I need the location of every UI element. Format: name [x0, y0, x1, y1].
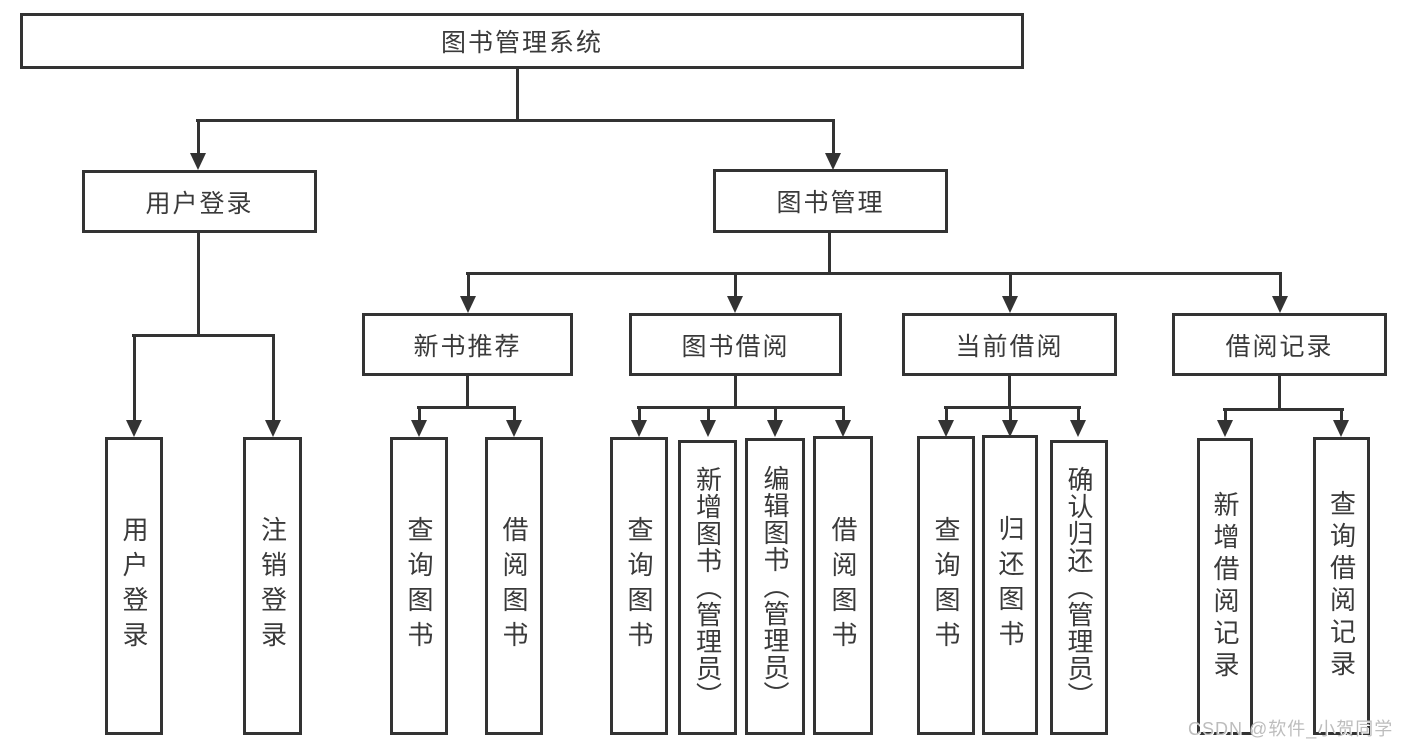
node-user-login: 用户登录 — [82, 170, 317, 233]
leaf-br-query-record: 查询借阅记录 — [1313, 437, 1370, 735]
connector-book-mgmt-rail — [466, 272, 1282, 275]
arrow-down-icon — [1272, 296, 1288, 313]
leaf-br-add-record: 新增借阅记录 — [1197, 438, 1253, 735]
leaf-logout-label: 注销登录 — [257, 516, 288, 656]
arrow-down-icon — [767, 420, 783, 437]
connector-user-login-stub — [197, 233, 200, 337]
connector-to-book-borrow — [734, 272, 737, 298]
arrow-down-icon — [700, 420, 716, 437]
connector-to-current-borrow — [1009, 272, 1012, 298]
leaf-cb-confirm-return-admin: 确认归还（管理员） — [1050, 440, 1108, 735]
arrow-down-icon — [727, 296, 743, 313]
connector-book-mgmt-stub — [828, 233, 831, 275]
arrow-down-icon — [1333, 420, 1349, 437]
connector-to-new-book-rec — [467, 272, 470, 298]
arrow-down-icon — [1002, 296, 1018, 313]
arrow-down-icon — [190, 153, 206, 170]
node-book-mgmt-label: 图书管理 — [776, 189, 885, 217]
node-borrow-records-label: 借阅记录 — [1225, 332, 1334, 361]
arrow-down-icon — [835, 420, 851, 437]
arrow-down-icon — [506, 420, 522, 437]
leaf-bb-borrow-books: 借阅图书 — [813, 436, 873, 735]
node-library-system-label: 图书管理系统 — [440, 29, 603, 57]
leaf-bb-borrow-books-label: 借阅图书 — [828, 515, 858, 656]
connector-leaf-stem — [418, 406, 421, 422]
connector-new-book-rec-rail — [417, 406, 516, 409]
leaf-bb-add-books-admin: 新增图书（管理员） — [678, 440, 737, 735]
connector-leaf-stem — [707, 406, 710, 422]
connector-root-to-user-login — [197, 119, 200, 155]
leaf-cb-return-books-label: 归还图书 — [995, 515, 1025, 655]
connector-leaf-stem — [513, 406, 516, 422]
leaf-bb-edit-books-admin-label: 编辑图书（管理员） — [760, 465, 790, 708]
connector-current-borrow-rail — [944, 406, 1081, 409]
node-current-borrow: 当前借阅 — [902, 313, 1117, 376]
leaf-user-login: 用户登录 — [105, 437, 163, 735]
arrow-down-icon — [411, 420, 427, 437]
arrow-down-icon — [938, 420, 954, 437]
connector-borrow-records-stub — [1278, 376, 1281, 410]
arrow-down-icon — [265, 420, 281, 437]
node-user-login-label: 用户登录 — [145, 189, 254, 218]
leaf-cb-confirm-return-admin-label: 确认归还（管理员） — [1064, 466, 1094, 709]
arrow-down-icon — [631, 420, 647, 437]
connector-root-to-book-mgmt — [832, 119, 835, 155]
arrow-down-icon — [1002, 420, 1018, 437]
leaf-nbr-borrow-books-label: 借阅图书 — [499, 516, 529, 656]
leaf-user-login-label: 用户登录 — [119, 516, 149, 656]
arrow-down-icon — [825, 153, 841, 170]
connector-book-borrow-stub — [734, 376, 737, 408]
leaf-br-add-record-label: 新增借阅记录 — [1210, 490, 1240, 683]
node-current-borrow-label: 当前借阅 — [955, 332, 1064, 361]
connector-borrow-records-rail — [1223, 408, 1344, 411]
connector-leaf-stem — [638, 406, 641, 422]
leaf-cb-return-books: 归还图书 — [982, 435, 1038, 735]
connector-to-borrow-records — [1279, 272, 1282, 298]
node-book-mgmt: 图书管理 — [713, 169, 948, 233]
connector-to-login-leaf — [133, 334, 136, 422]
connector-root-stub — [516, 69, 519, 121]
leaf-cb-query-books-label: 查询图书 — [931, 515, 961, 656]
leaf-nbr-borrow-books: 借阅图书 — [485, 437, 543, 735]
connector-current-borrow-stub — [1008, 376, 1011, 408]
connector-root-rail — [196, 119, 835, 122]
leaf-br-query-record-label: 查询借阅记录 — [1326, 490, 1357, 682]
connector-user-login-rail — [132, 334, 275, 337]
arrow-down-icon — [1217, 420, 1233, 437]
connector-book-borrow-rail — [637, 406, 845, 409]
connector-leaf-stem — [1224, 408, 1227, 422]
connector-leaf-stem — [945, 406, 948, 422]
leaf-logout: 注销登录 — [243, 437, 302, 735]
node-new-book-rec: 新书推荐 — [362, 313, 573, 376]
connector-leaf-stem — [1077, 406, 1080, 422]
leaf-nbr-query-books: 查询图书 — [390, 437, 448, 735]
node-library-system: 图书管理系统 — [20, 13, 1024, 69]
node-new-book-rec-label: 新书推荐 — [413, 332, 522, 361]
arrow-down-icon — [460, 296, 476, 313]
leaf-cb-query-books: 查询图书 — [917, 436, 975, 735]
connector-leaf-stem — [774, 406, 777, 422]
connector-to-logout-leaf — [272, 334, 275, 422]
leaf-bb-edit-books-admin: 编辑图书（管理员） — [745, 438, 805, 735]
leaf-nbr-query-books-label: 查询图书 — [404, 516, 434, 656]
node-borrow-records: 借阅记录 — [1172, 313, 1387, 376]
arrow-down-icon — [1070, 420, 1086, 437]
connector-leaf-stem — [842, 406, 845, 422]
arrow-down-icon — [126, 420, 142, 437]
leaf-bb-query-books: 查询图书 — [610, 437, 668, 735]
leaf-bb-query-books-label: 查询图书 — [624, 516, 654, 656]
node-book-borrow-label: 图书借阅 — [681, 332, 790, 361]
csdn-watermark: CSDN @软件_小贺同学 — [1188, 719, 1394, 739]
node-book-borrow: 图书借阅 — [629, 313, 842, 376]
connector-leaf-stem — [1340, 408, 1343, 422]
leaf-bb-add-books-admin-label: 新增图书（管理员） — [692, 466, 723, 709]
connector-leaf-stem — [1009, 406, 1012, 422]
connector-new-book-rec-stub — [466, 376, 469, 408]
